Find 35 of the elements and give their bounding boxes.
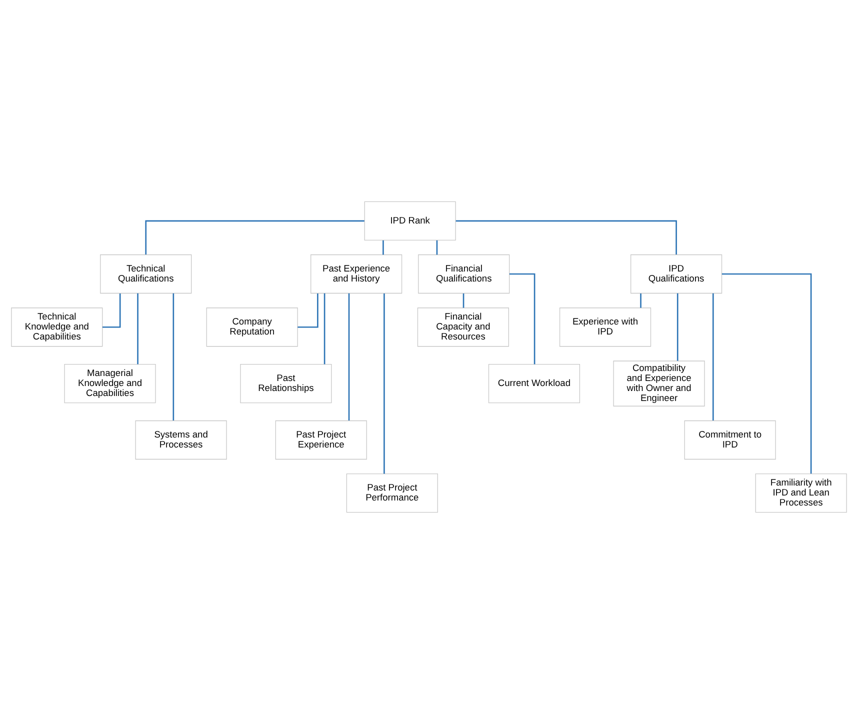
- node-box: IPD Qualifications: [630, 254, 722, 294]
- node-box: Past Relationships: [240, 363, 332, 403]
- connector: [436, 240, 438, 254]
- node-box: IPD Rank: [364, 200, 456, 240]
- node-box: Familiarity with IPD and Lean Processes: [755, 473, 847, 512]
- node-box: Compatibility and Experience with Owner and Engineer: [613, 360, 705, 406]
- connector: [172, 292, 174, 420]
- node-box: Managerial Knowledge and Capabilities: [64, 363, 156, 403]
- node-box: Company Reputation: [206, 307, 298, 346]
- connector: [137, 292, 138, 364]
- connector: [509, 272, 536, 364]
- node-box: Past Experience and History: [310, 254, 402, 294]
- connector: [456, 220, 677, 254]
- node-box: Technical Qualifications: [100, 254, 192, 294]
- connector: [676, 292, 678, 360]
- node-box: Commitment to IPD: [684, 420, 776, 460]
- connector: [145, 220, 364, 254]
- connector: [102, 293, 121, 328]
- node-box: Past Project Experience: [275, 420, 367, 460]
- connector: [722, 272, 812, 474]
- connector: [382, 240, 384, 254]
- connector: [462, 293, 464, 308]
- connector: [712, 292, 714, 420]
- node-box: Current Workload: [488, 363, 580, 403]
- node-box: Experience with IPD: [559, 307, 652, 346]
- connector: [298, 293, 318, 328]
- connector: [640, 293, 642, 308]
- node-box: Financial Qualifications: [418, 254, 510, 294]
- connector: [324, 292, 326, 364]
- node-box: Financial Capacity and Resources: [417, 307, 509, 346]
- connector: [384, 292, 385, 474]
- node-box: Technical Knowledge and Capabilities: [11, 307, 103, 346]
- node-box: Past Project Performance: [346, 473, 438, 512]
- connector: [348, 292, 350, 420]
- node-box: Systems and Processes: [135, 420, 227, 460]
